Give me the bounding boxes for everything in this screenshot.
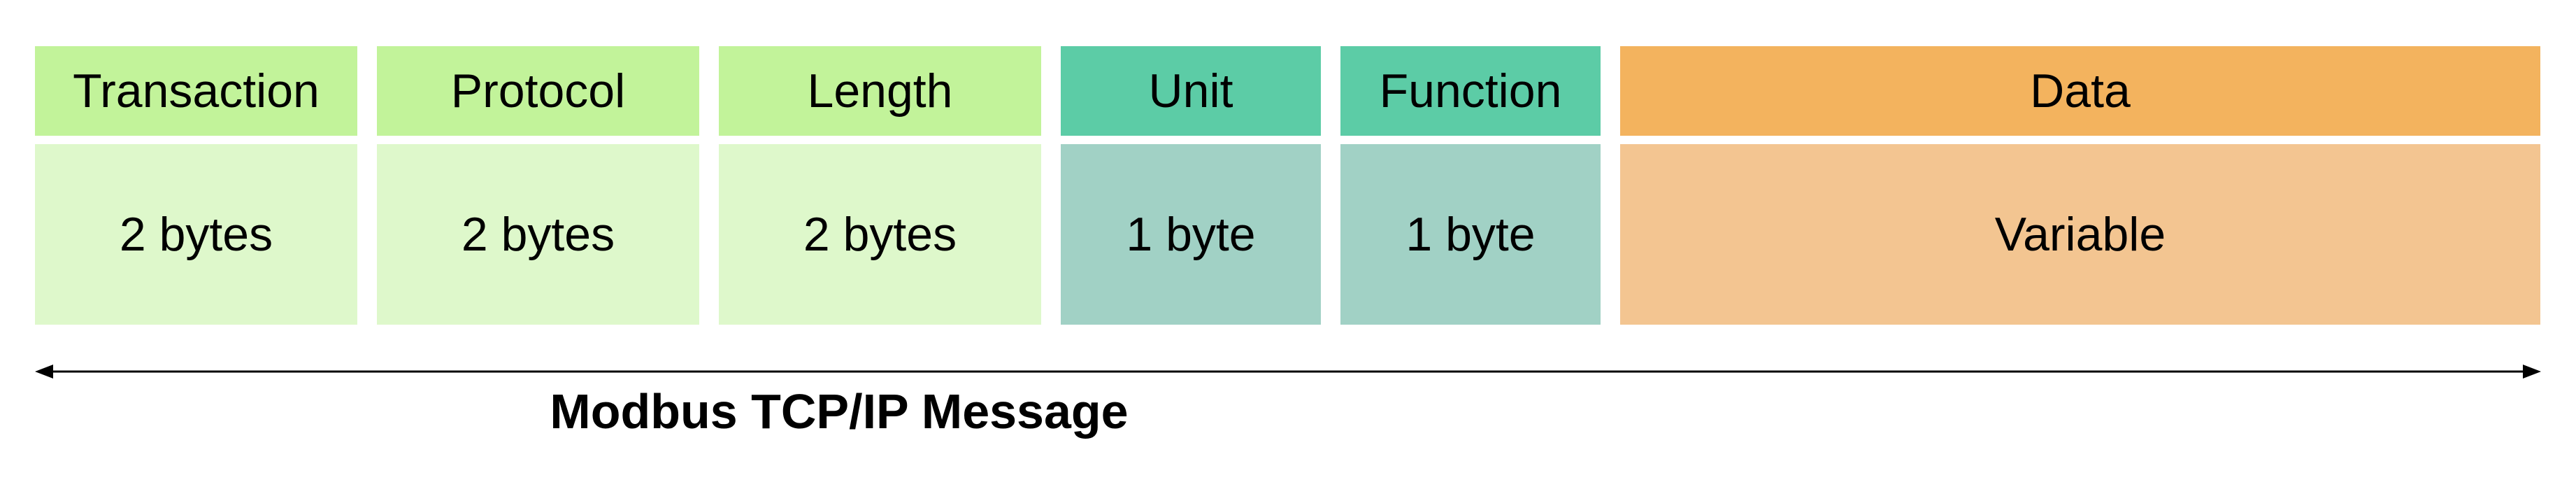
- double-arrow-icon: [35, 365, 2541, 379]
- message-caption: Modbus TCP/IP Message: [550, 384, 1129, 439]
- field-size-data: Variable: [1620, 144, 2540, 325]
- field-header-unit: Unit: [1061, 46, 1321, 136]
- arrowhead-left-icon: [35, 365, 53, 379]
- field-size-protocol: 2 bytes: [377, 144, 699, 325]
- field-size-function: 1 byte: [1340, 144, 1601, 325]
- field-header-transaction: Transaction: [35, 46, 357, 136]
- field-header-function: Function: [1340, 46, 1601, 136]
- field-header-protocol: Protocol: [377, 46, 699, 136]
- arrowhead-right-icon: [2523, 365, 2541, 379]
- field-size-transaction: 2 bytes: [35, 144, 357, 325]
- field-size-unit: 1 byte: [1061, 144, 1321, 325]
- field-header-data: Data: [1620, 46, 2540, 136]
- field-size-length: 2 bytes: [719, 144, 1041, 325]
- field-header-length: Length: [719, 46, 1041, 136]
